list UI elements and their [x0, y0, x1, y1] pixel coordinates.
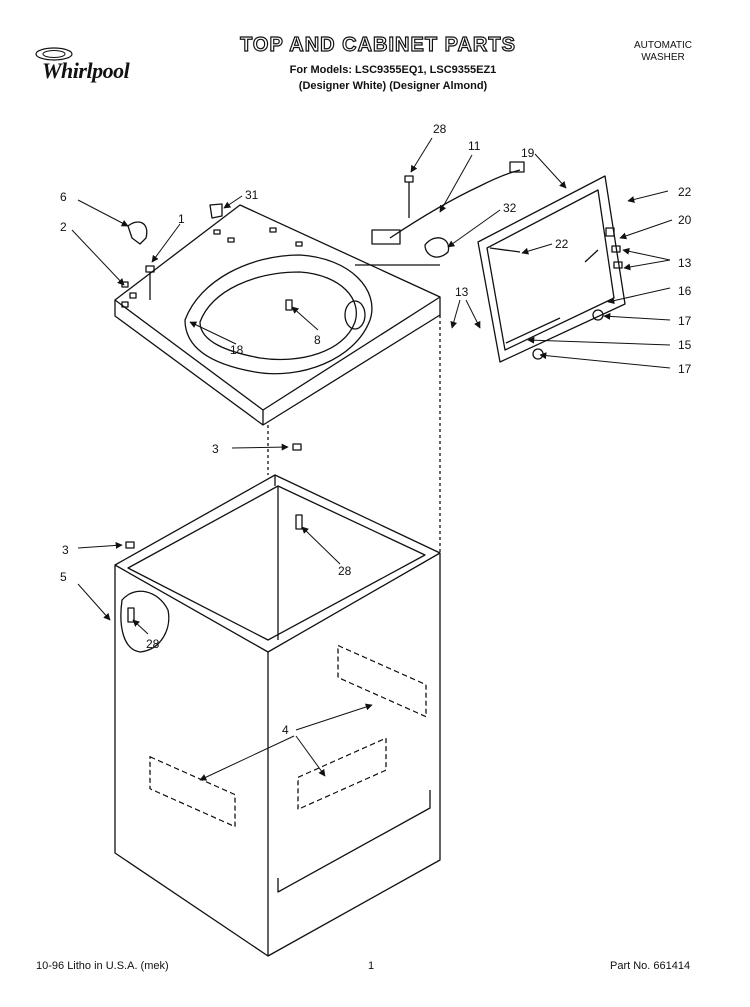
callout-16: 16	[678, 284, 692, 298]
litho-note: 10-96 Litho in U.S.A. (mek)	[36, 960, 169, 972]
models-line: For Models: LSC9355EQ1, LSC9355EZ1	[289, 64, 497, 76]
callout-17-b: 17	[678, 362, 692, 376]
callout-4: 4	[282, 723, 289, 737]
callout-8: 8	[314, 333, 321, 347]
callout-18: 18	[230, 343, 244, 357]
callout-11: 11	[468, 139, 481, 153]
callout-28-a: 28	[433, 122, 447, 136]
callout-20: 20	[678, 213, 692, 227]
lid-switch-harness	[371, 161, 525, 258]
product-line-2: WASHER	[641, 52, 685, 63]
callout-3-b: 3	[62, 543, 69, 557]
callout-1: 1	[178, 212, 185, 226]
callout-22-a: 22	[678, 185, 692, 199]
page-number: 1	[368, 960, 375, 972]
page-title: TOP AND CABINET PARTS	[239, 33, 516, 56]
callout-leaders	[71, 137, 673, 781]
callout-3-a: 3	[212, 442, 219, 456]
washer-cabinet	[114, 315, 441, 957]
callout-6: 6	[60, 190, 67, 204]
brand-name: Whirlpool	[42, 58, 130, 83]
callout-5: 5	[60, 570, 67, 584]
callout-13-b: 13	[455, 285, 469, 299]
product-label: AUTOMATIC WASHER	[618, 40, 708, 64]
callout-28-c: 28	[146, 637, 160, 651]
callout-13-a: 13	[678, 256, 692, 270]
callout-28-b: 28	[338, 564, 352, 578]
finish-line: (Designer White) (Designer Almond)	[298, 80, 488, 92]
part-number: Part No. 661414	[610, 960, 691, 972]
callout-22-b: 22	[555, 237, 569, 251]
washer-top-panel	[114, 204, 441, 426]
callout-32: 32	[503, 201, 517, 215]
callout-19: 19	[521, 146, 535, 160]
washer-lid	[477, 175, 626, 363]
callout-labels: 28 11 19 22 6 31 1 32 2 22 20 13 13 16 8…	[60, 122, 692, 737]
brand-logo	[35, 47, 73, 61]
callout-2: 2	[60, 220, 67, 234]
callout-15: 15	[678, 338, 692, 352]
callout-31: 31	[245, 188, 259, 202]
hardware-parts	[125, 175, 414, 623]
product-line-1: AUTOMATIC	[634, 40, 692, 51]
callout-17-a: 17	[678, 314, 692, 328]
